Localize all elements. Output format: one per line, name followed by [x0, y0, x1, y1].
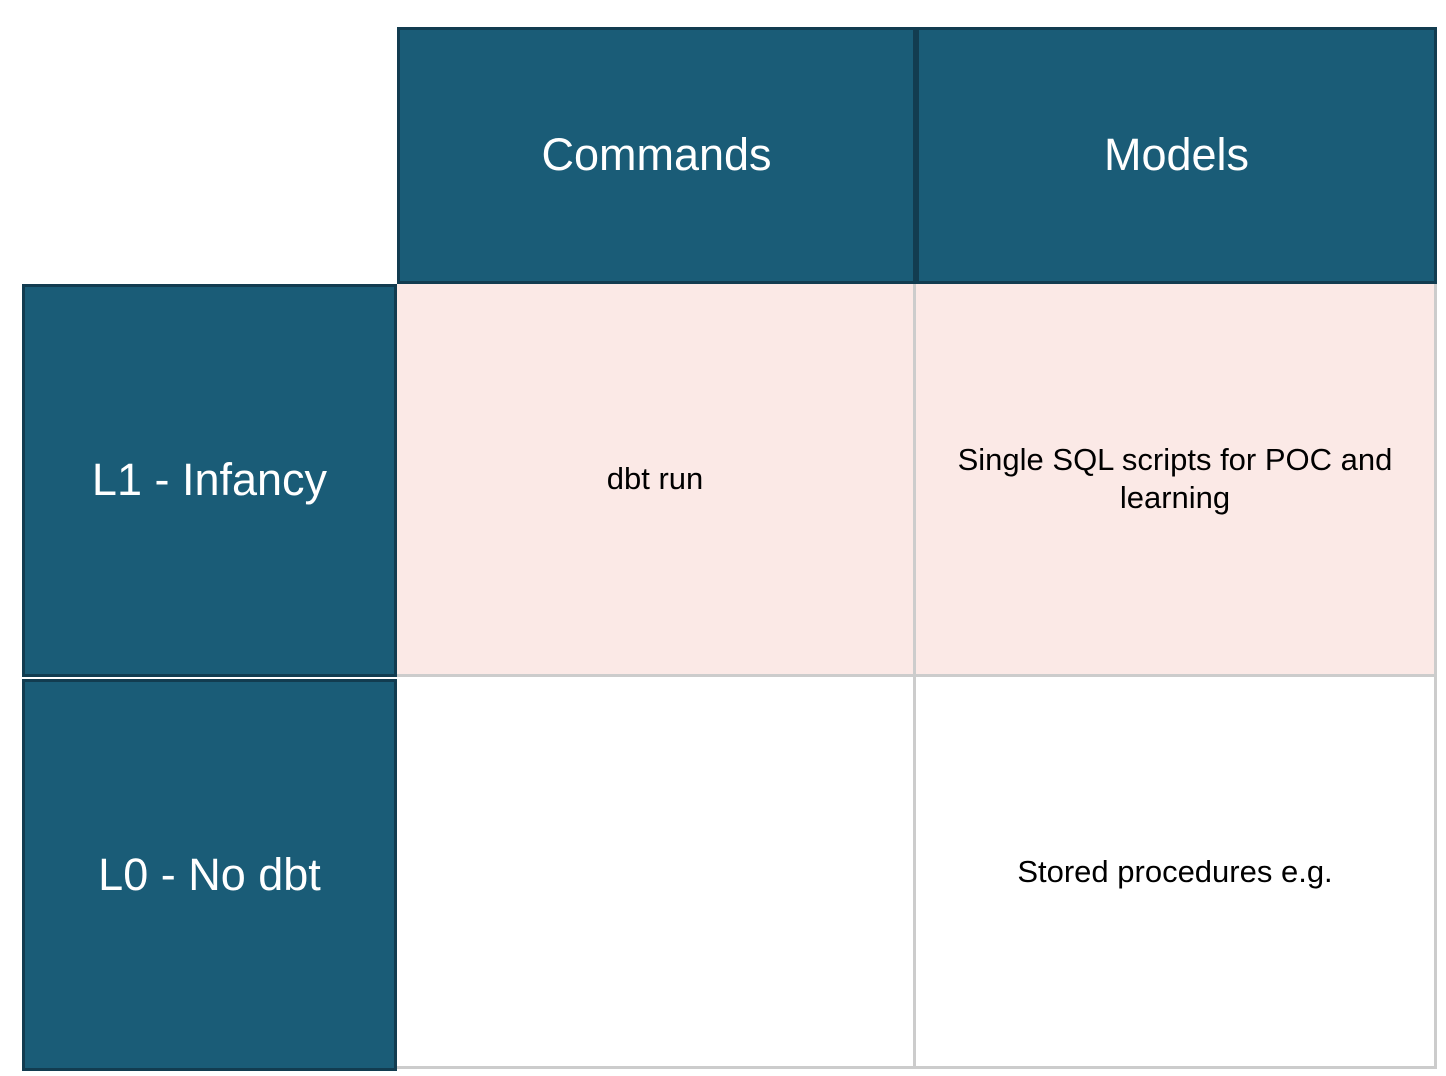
cell-l1-commands-text: dbt run: [606, 461, 704, 497]
row-header-l0-no-dbt: L0 - No dbt: [22, 679, 397, 1071]
cell-l1-commands: dbt run: [397, 284, 916, 677]
matrix-corner-cell: [0, 0, 397, 284]
cell-l1-models: Single SQL scripts for POC and learning: [916, 284, 1437, 677]
cell-l0-models: Stored procedures e.g.: [916, 677, 1437, 1069]
column-header-models: Models: [916, 27, 1437, 284]
cell-l0-models-text: Stored procedures e.g.: [1017, 853, 1333, 889]
cell-l0-commands: [397, 677, 916, 1069]
cell-l1-models-text: Single SQL scripts for POC and learning: [957, 442, 1393, 515]
row-header-l1-infancy: L1 - Infancy: [22, 284, 397, 677]
column-header-commands: Commands: [397, 27, 916, 284]
